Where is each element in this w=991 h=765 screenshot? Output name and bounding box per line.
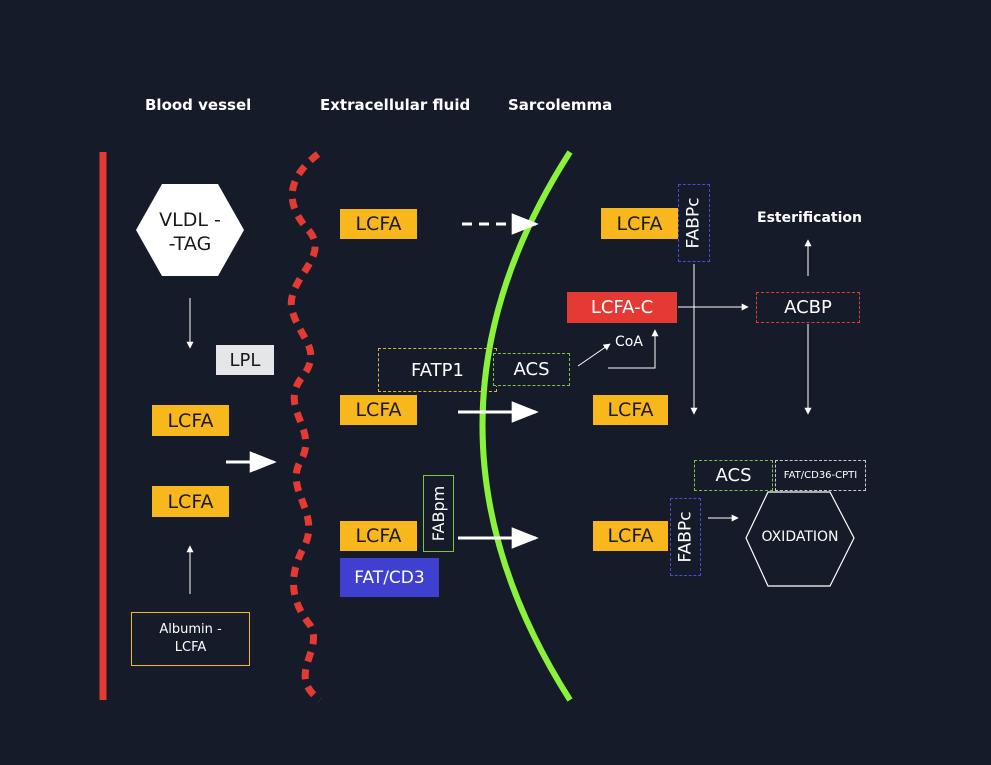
- lcfa-blood-2: LCFA: [152, 486, 229, 517]
- sarcolemma-membrane: [479, 150, 573, 702]
- fabpc-top: FABPc: [678, 184, 710, 262]
- fabpc-top-label: FABPc: [684, 197, 705, 249]
- vldl-tag-label: VLDL - -TAG: [136, 208, 244, 256]
- coa-label: CoA: [615, 334, 643, 350]
- lpl-box: LPL: [216, 345, 274, 375]
- header-blood-vessel: Blood vessel: [145, 96, 252, 114]
- acs-cell: ACS: [694, 460, 773, 491]
- fabpc-bottom: FABPc: [670, 498, 701, 576]
- lcfa-cell-top: LCFA: [601, 208, 678, 239]
- oxidation-label: OXIDATION: [761, 529, 839, 545]
- albumin-lcfa-box: Albumin - LCFA: [131, 612, 250, 666]
- acs-sarcolemma: ACS: [493, 353, 570, 386]
- header-sarcolemma: Sarcolemma: [508, 96, 613, 114]
- fatp1-transporter: FATP1: [378, 348, 497, 392]
- arrow-to-lcfa-c: [608, 329, 659, 369]
- fabpm-transporter: FABpm: [423, 475, 454, 552]
- lcfa-cell-mid: LCFA: [593, 395, 668, 425]
- esterification-label: Esterification: [757, 210, 862, 226]
- acbp-box: ACBP: [756, 292, 860, 323]
- lcfa-ecf-mid: LCFA: [340, 395, 417, 425]
- lcfa-ecf-bottom: LCFA: [340, 521, 417, 551]
- albumin-line-2: LCFA: [174, 640, 207, 655]
- fat-cd36-cpt1-box: FAT/CD36-CPTI: [775, 460, 866, 491]
- vldl-line-1: VLDL -: [159, 209, 221, 231]
- extracellular-boundary: [287, 151, 323, 703]
- fabpm-label: FABpm: [429, 485, 448, 542]
- fat-cd3-box: FAT/CD3: [340, 558, 439, 597]
- lcfa-ecf-top: LCFA: [340, 209, 417, 239]
- albumin-line-1: Albumin -: [159, 622, 222, 637]
- arrow-acs-to-coa: [577, 343, 611, 367]
- lcfa-cell-bottom: LCFA: [593, 521, 668, 551]
- lcfa-blood-1: LCFA: [152, 405, 229, 436]
- lcfa-c-box: LCFA-C: [567, 292, 677, 323]
- vldl-line-2: -TAG: [168, 233, 212, 255]
- header-extracellular-fluid: Extracellular fluid: [320, 96, 471, 114]
- fabpc-bottom-label: FABPc: [675, 511, 696, 563]
- vldl-hexagon: [136, 184, 244, 276]
- oxidation-hexagon: [745, 491, 855, 587]
